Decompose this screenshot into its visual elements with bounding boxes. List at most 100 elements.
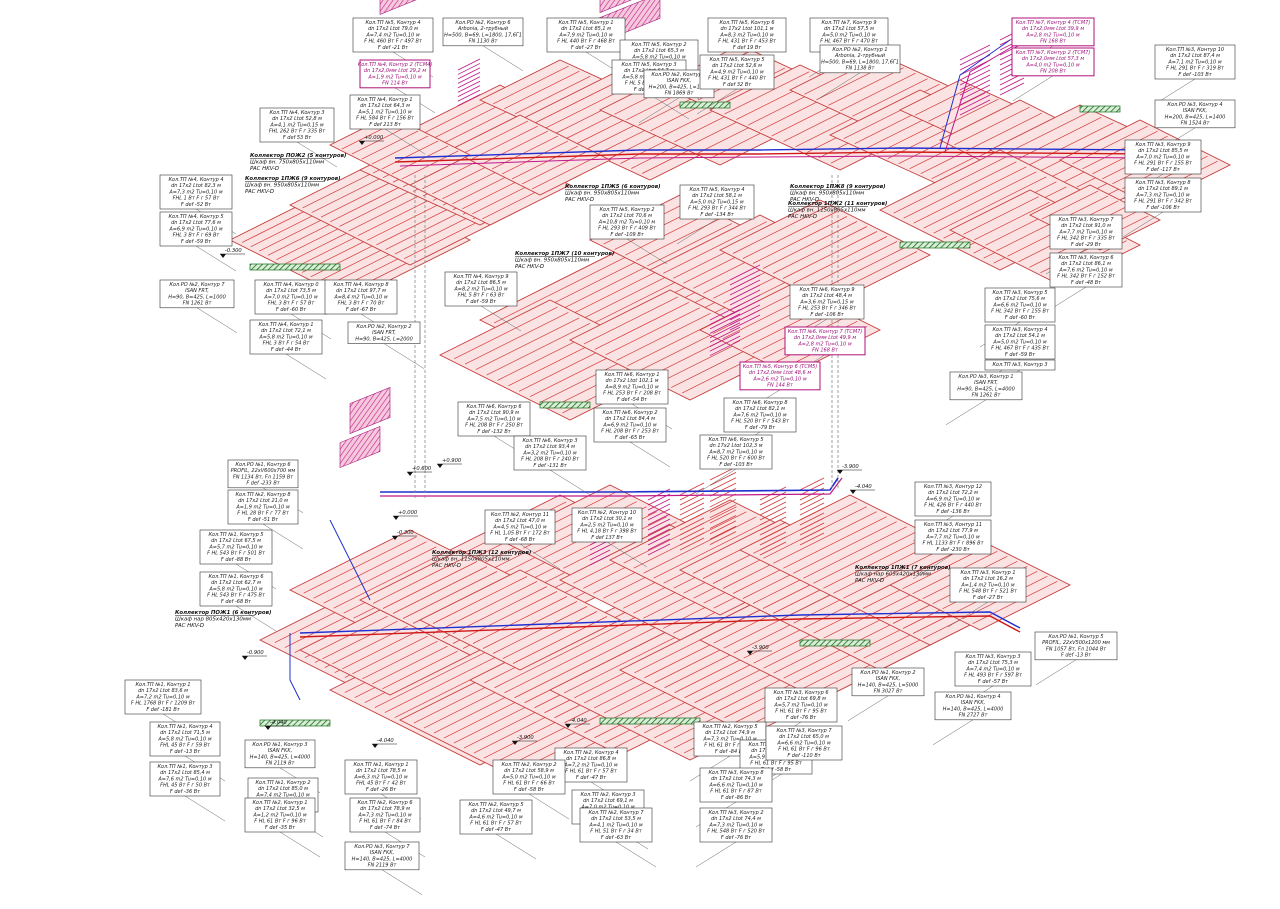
callout-line: F HL 1,05 Вт F г 172 Вт bbox=[490, 531, 550, 537]
elevation-text: -3.900 bbox=[752, 645, 769, 651]
loop-callout: Кол.ТП №6, Контур 3dn 17х2 Ltot 93,4 мA=… bbox=[513, 435, 587, 471]
callout-line: A=8,4 m2 Tu=0,10 м bbox=[333, 294, 387, 300]
callout-line: FN 144 Вт bbox=[767, 383, 794, 389]
callout-line: A=3,6 m2 Tu=0,15 м bbox=[799, 299, 853, 305]
loop-callout: Кол.ТП №1, Контур 3dn 17х2 Ltot 85,4 мA=… bbox=[149, 761, 221, 797]
callout-line: A=2,8 m2 Tu=0,10 м bbox=[1025, 32, 1079, 38]
callout-line: Кол.РО №1, Контур 2 bbox=[860, 670, 915, 676]
loop-callout: Кол.ТП №5, Контур 5dn 17х2 Ltot 52,6 мA=… bbox=[699, 54, 775, 90]
collector-text: Коллектор 1ПЖ3 (12 контуров) bbox=[432, 550, 531, 556]
callout-line: F def 137 Вт bbox=[591, 535, 624, 541]
callout-line: dn 17х2 Ltot 72,1 м bbox=[261, 328, 311, 334]
callout-line: A=7,4 m2 Tu=0,10 м bbox=[365, 32, 419, 38]
callout-line: FN 1130 Вт bbox=[469, 39, 499, 45]
callout-line: dn 17х2 Ltot 87,4 м bbox=[1170, 53, 1220, 59]
collector-text: Шкаф нар 805х420х130мм bbox=[175, 617, 251, 623]
callout-line: A=10,8 m2 Tu=0,10 м bbox=[598, 219, 656, 225]
elevation-text: +0.000 bbox=[398, 510, 418, 516]
callout-line: Кол.ТП №2, Контур 6 bbox=[357, 800, 412, 806]
callout-line: dn 17х2 Ltot 102,3 м bbox=[709, 443, 762, 449]
callout-line: FN 1134 Вт, Fл 1159 Вт bbox=[233, 474, 294, 480]
callout-line: F def -13 Вт bbox=[1061, 653, 1092, 659]
callout-line: Кол.РО №3, Контур 7 bbox=[354, 844, 410, 850]
callout-line: FN 1261 Вт bbox=[972, 393, 1002, 399]
callout-line: Кол.ТП №5, Контур 4 bbox=[689, 187, 744, 193]
collector-text: Шкаф вн. 750х805х110мм bbox=[250, 160, 324, 166]
callout-line: Кол.ТП №3, Контур 4 bbox=[992, 327, 1047, 333]
collector-label: Коллектор 1ПЖ7 (10 контуров)Шкаф вн. 950… bbox=[515, 251, 614, 270]
callout-line: F def -13 Вт bbox=[170, 749, 201, 755]
callout-line: F HL 61 Вт F г 95 Вт bbox=[750, 761, 803, 767]
callout-line: A=8,7 m2 Tu=0,10 м bbox=[708, 449, 762, 455]
callout-line: dn 17х2 Ltot 85,5 м bbox=[1138, 148, 1188, 154]
callout-line: F def 53 Вт bbox=[283, 135, 312, 141]
collector-text: Шкаф вн. 1150х805х110мм bbox=[432, 557, 510, 563]
callout-line: A=7,9 m2 Tu=0,10 м bbox=[558, 32, 612, 38]
collector-label: Коллектор ПОЖ1 (6 контуров)Шкаф нар 805х… bbox=[175, 610, 271, 629]
callout-line: Кол.ТП №3, Контур 3 bbox=[965, 654, 1020, 660]
loop-callout: Кол.ТП №6, Контур 5dn 17х2 Ltot 102,3 мA… bbox=[699, 434, 773, 470]
callout-line: F def -44 Вт bbox=[271, 347, 302, 353]
callout-line: F def -136 Вт bbox=[936, 509, 970, 515]
elevation-mark: -4.040 bbox=[565, 718, 590, 728]
callout-line: A=6,3 m2 Tu=0,10 м bbox=[353, 774, 407, 780]
collector-text: Коллектор 1ПЖ5 (6 контуров) bbox=[565, 184, 661, 190]
collector-label: Коллектор ПОЖ2 (5 контуров)Шкаф вн. 750х… bbox=[250, 153, 346, 172]
collector-block bbox=[599, 0, 671, 14]
collector-text: Коллектор 1ПЖ1 (7 контуров) bbox=[855, 565, 951, 571]
loop-callout: Кол.ТП №5, Контур 6 (ТСМ5)dn 17х2,0мм Lt… bbox=[739, 361, 821, 391]
elevation-text: -0.300 bbox=[397, 530, 414, 536]
callout-line: dn 17х2 Ltot 58,1 м bbox=[692, 193, 742, 199]
callout-line: F def -76 Вт bbox=[786, 715, 817, 721]
callout-line: dn 17х2 Ltot 85,4 м bbox=[160, 770, 210, 776]
callout-line: dn 17х2 Ltot 86,1 м bbox=[1061, 261, 1111, 267]
callout-line: dn 17х2 Ltot 77,9 м bbox=[928, 528, 978, 534]
callout-line: F def -60 Вт bbox=[1005, 315, 1036, 321]
elevation-text: -0.900 bbox=[247, 650, 264, 656]
loop-callout: Кол.ТП №2, Контур 1dn 17х2 Ltot 32,5 мA=… bbox=[244, 797, 316, 833]
callout-line: Кол.ТП №5, Контур 4 bbox=[365, 20, 420, 26]
callout-line: dn 17х2 Ltot 78,9 м bbox=[360, 806, 410, 812]
callout-line: F HL 548 Вт F г 521 Вт bbox=[959, 589, 1018, 595]
callout-line: F HL 253 Вт F г 208 Вт bbox=[603, 391, 662, 397]
heating-loop bbox=[448, 114, 612, 196]
callout-line: F HL 61 Вт F г 66 Вт bbox=[503, 781, 556, 787]
collector-text: PAC HKV-D bbox=[855, 578, 884, 584]
callout-line: dn 17х2 Ltot 69,8 м bbox=[776, 696, 826, 702]
callout-line: A=4,1 m2 Tu=0,15 м bbox=[269, 122, 323, 128]
callout-line: F def -132 Вт bbox=[477, 429, 511, 435]
callout-line: ISAN FKK, bbox=[667, 78, 691, 84]
loop-callout: Кол.ТП №3, Контур 4dn 17х2 Ltot 54,1 мA=… bbox=[984, 324, 1056, 360]
callout-line: A=1,4 m2 Tu=0,10 м bbox=[960, 582, 1014, 588]
callout-line: A=5,7 m2 Tu=0,10 м bbox=[773, 702, 827, 708]
collector-labels: Коллектор ПОЖ2 (5 контуров)Шкаф вн. 750х… bbox=[175, 153, 951, 629]
callout-line: Кол.ТП №4, Контур 2 (ТСМ4) bbox=[358, 62, 433, 68]
callout-line: F HL 584 Вт F г 156 Вт bbox=[356, 116, 415, 122]
supply-return-pipes bbox=[289, 39, 1151, 701]
callout-line: F HL 208 Вт F г 253 Вт bbox=[601, 429, 660, 435]
loop-callout: Кол.ТП №4, Контур 9dn 17х2 Ltot 86,5 мA=… bbox=[444, 271, 518, 307]
loop-callout: Кол.ТП №2, Контур 8dn 17х2 Ltot 21,0 мA=… bbox=[227, 489, 299, 525]
callout-line: Кол.ТП №4, Контур 9 bbox=[453, 274, 508, 280]
callout-line: Кол.ТП №4, Контур 3 bbox=[269, 110, 324, 116]
collector-text: PAC HKV-D bbox=[790, 197, 819, 203]
callout-line: dn 17х2 Ltot 67,5 м bbox=[211, 538, 261, 544]
radiator-strips bbox=[249, 101, 1121, 727]
callout-line: F def -27 Вт bbox=[571, 45, 602, 51]
callout-line: dn 17х2 Ltot 85,0 м bbox=[258, 786, 308, 792]
callout-line: A=6,9 m2 Tu=0,10 м bbox=[925, 496, 979, 502]
callout-line: FN 1057 Вт, Fл 1044 Вт bbox=[1046, 646, 1107, 652]
callout-line: Кол.ТП №6, Контур 9 bbox=[799, 287, 854, 293]
callout-line: Кол.ТП №5, Контур 1 bbox=[558, 20, 613, 26]
callout-line: FHL 262 Вт F г 335 Вт bbox=[269, 129, 326, 135]
radiator-strip bbox=[899, 241, 971, 249]
callout-line: dn 17х2 Ltot 47,0 м bbox=[495, 518, 545, 524]
callout-line: A=7,4 m2 Tu=0,10 м bbox=[965, 666, 1019, 672]
callout-line: Кол.ТП №7, Контур 2 (ТСМ7) bbox=[1016, 50, 1091, 56]
callout-line: dn 17х2 Ltot 52,6 м bbox=[712, 63, 762, 69]
callout-line: A=5,8 m2 Tu=0,10 м bbox=[157, 736, 211, 742]
elevation-marks: +0.000-0.300+0.600+0.900+0.000-0.300-0.9… bbox=[220, 135, 875, 748]
